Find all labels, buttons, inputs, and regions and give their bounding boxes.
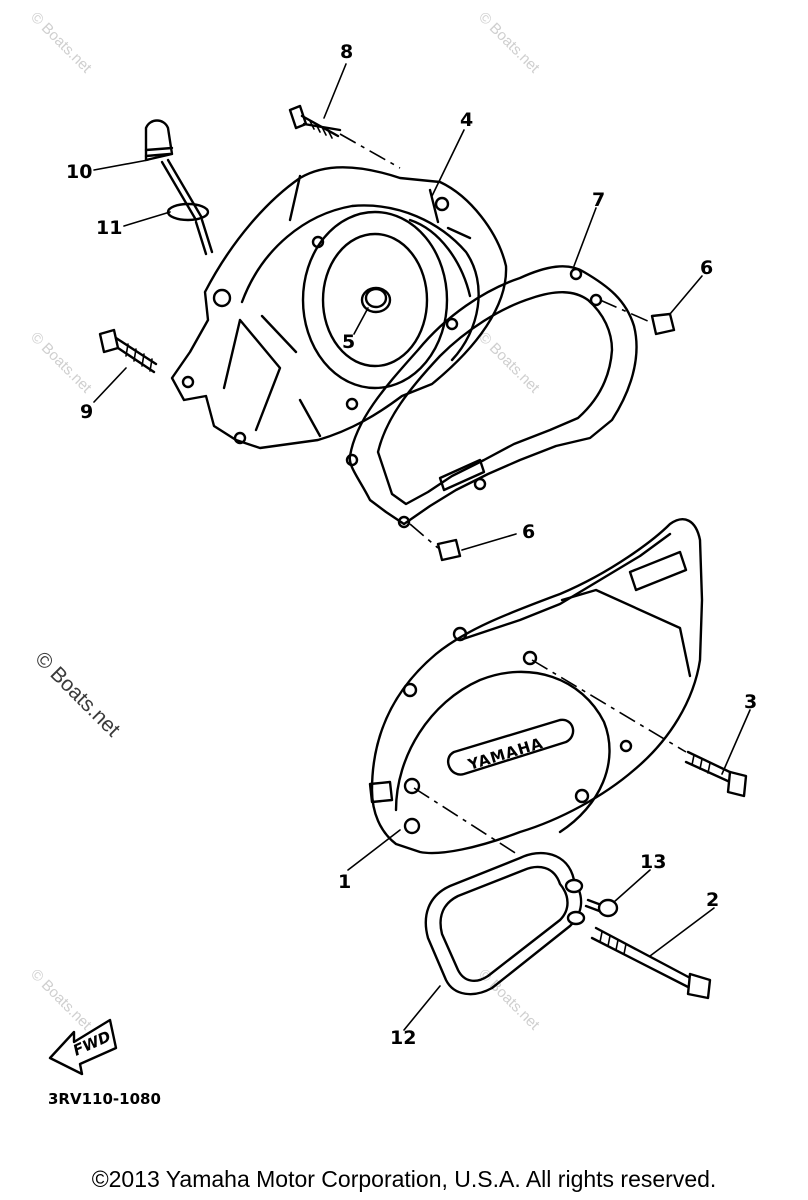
leader-line	[93, 159, 149, 171]
bolt-2	[590, 926, 712, 1000]
callout-6-lower: 6	[522, 521, 535, 543]
copyright-notice: ©2013 Yamaha Motor Corporation, U.S.A. A…	[91, 1166, 717, 1192]
seal-5	[364, 287, 388, 309]
callout-8: 8	[340, 41, 353, 63]
callout-6-upper: 6	[700, 257, 713, 279]
callout-10: 10	[66, 161, 92, 183]
assembly-line	[531, 659, 687, 753]
callout-11: 11	[96, 217, 122, 239]
leader-line	[669, 275, 703, 315]
watermark-large: © Boats.net	[30, 647, 124, 741]
watermark: © Boats.net	[475, 329, 543, 397]
bolt-9	[98, 328, 158, 374]
callout-13: 13	[640, 851, 666, 873]
leader-line	[347, 829, 401, 871]
watermark: © Boats.net	[27, 966, 95, 1034]
callout-12: 12	[390, 1027, 416, 1049]
callout-9: 9	[80, 401, 93, 423]
leader-line	[353, 307, 369, 335]
leader-line	[649, 907, 715, 957]
callout-5: 5	[342, 331, 355, 353]
leader-line	[461, 533, 517, 551]
assembly-line	[413, 787, 521, 857]
dipstick-10	[144, 119, 214, 256]
cap-6-lower	[436, 538, 462, 562]
callout-1: 1	[338, 871, 351, 893]
leader-line	[721, 709, 751, 775]
watermark: © Boats.net	[27, 329, 95, 397]
assembly-line	[409, 523, 439, 549]
bolt-3	[684, 750, 748, 798]
watermark: © Boats.net	[475, 9, 543, 77]
callout-2: 2	[706, 889, 719, 911]
callout-3: 3	[744, 691, 757, 713]
leader-line	[93, 367, 127, 403]
cap-6-upper	[650, 312, 676, 336]
crankcase-cover-4	[170, 166, 508, 450]
leader-line	[323, 63, 347, 119]
crankcase-cover-1: YAMAHA	[368, 518, 704, 855]
leader-line	[403, 985, 441, 1031]
drawing-code: 3RV110-1080	[48, 1090, 161, 1108]
screw-13	[584, 898, 619, 918]
watermark: © Boats.net	[475, 966, 543, 1034]
gasket-7	[345, 265, 638, 529]
watermark: © Boats.net	[27, 9, 95, 77]
callout-4: 4	[460, 109, 473, 131]
leader-line	[573, 207, 597, 267]
bolt-8	[288, 104, 342, 139]
assembly-line	[599, 299, 651, 323]
callout-7: 7	[592, 189, 605, 211]
assembly-line	[339, 133, 401, 169]
leader-line	[431, 129, 465, 197]
leader-line	[123, 211, 171, 227]
hose-12	[424, 851, 586, 996]
leader-line	[613, 869, 651, 903]
